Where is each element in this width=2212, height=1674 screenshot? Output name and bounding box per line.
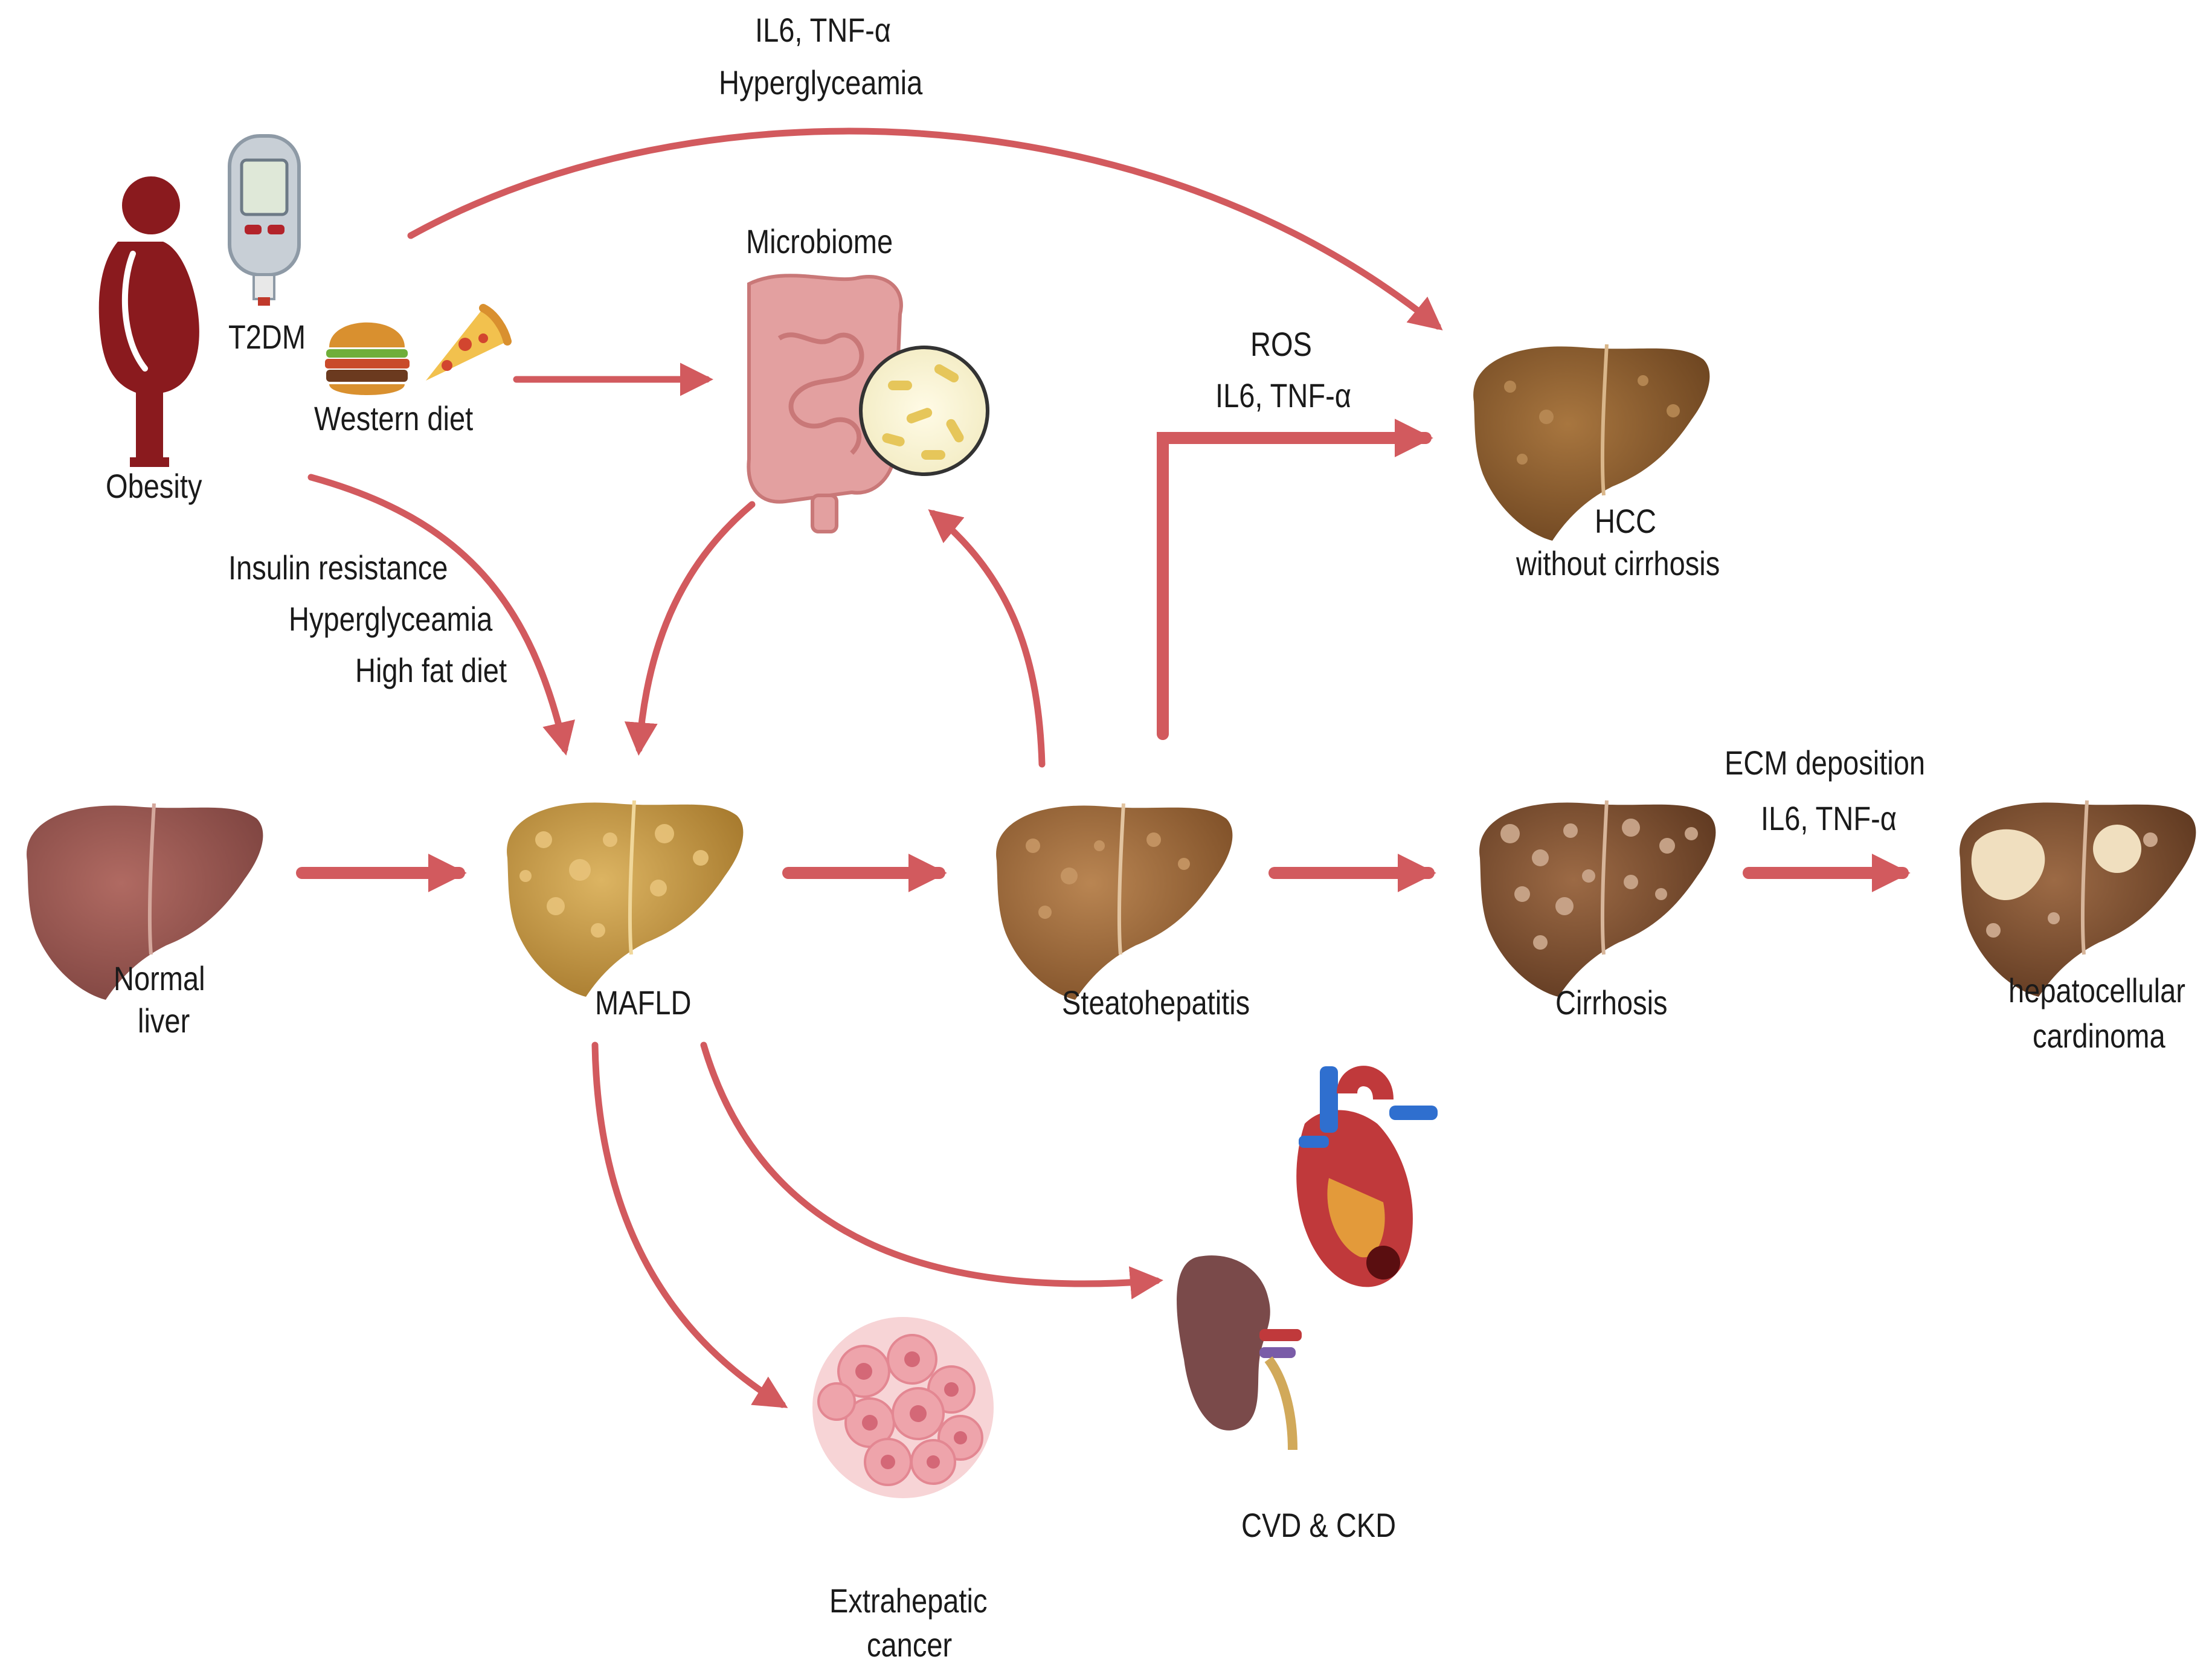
cvd-ckd-label: CVD & CKD: [1241, 1506, 1397, 1544]
hcc-without-cirrhosis-label: without cirrhosis: [1516, 544, 1720, 582]
high-fat-diet-label: High fat diet: [355, 651, 507, 689]
liver-icon-hcc: [1960, 800, 2196, 997]
bacteria-icon: [859, 346, 989, 476]
normal-liver-label-2: liver: [138, 1002, 190, 1040]
extrahepatic-label: Extrahepatic: [829, 1582, 988, 1620]
heart-icon: [1296, 1066, 1438, 1287]
tumor-cells-icon: [812, 1317, 994, 1498]
arrow-mafld-to-extrahepatic: [591, 1041, 788, 1408]
liver-icon-mafld: [507, 800, 744, 997]
hepatocellular-label: hepatocellular: [2008, 971, 2185, 1009]
top-hyperglyceamia-label: Hyperglyceamia: [719, 63, 923, 101]
arrow-steato-to-microbiome: [928, 509, 1046, 768]
hyperglyceamia-label: Hyperglyceamia: [289, 600, 493, 638]
intestine-icon: [747, 274, 903, 533]
liver-icon-hcc-without-cirrhosis: [1473, 344, 1710, 541]
ecm-mediators-label: IL6, TNF-α: [1761, 799, 1897, 837]
liver-icon-normal: [27, 803, 263, 1000]
cirrhosis-label: Cirrhosis: [1555, 983, 1668, 1022]
glucometer-icon: [228, 134, 301, 306]
kidney-icon: [1177, 1255, 1302, 1450]
cancer-label: cancer: [867, 1626, 953, 1664]
ros-mediators-label: IL6, TNF-α: [1215, 376, 1351, 414]
arrow-obesity-to-hcc: [407, 127, 1443, 330]
arrows: [296, 127, 1911, 1408]
t2dm-label: T2DM: [228, 318, 306, 356]
liver-icon-steatohepatitis: [996, 803, 1233, 1000]
normal-liver-label: Normal: [114, 959, 205, 997]
arrow-mafld-to-cvd: [700, 1041, 1163, 1299]
top-mediators-label: IL6, TNF-α: [755, 11, 891, 49]
arrow-steato-to-hcc: [1157, 418, 1433, 740]
steatohepatitis-label: Steatohepatitis: [1062, 983, 1250, 1022]
pizza-icon: [426, 304, 512, 381]
liver-icon-cirrhosis: [1479, 800, 1716, 997]
microbiome-label: Microbiome: [746, 222, 893, 260]
arrow-obesity-to-mafld: [307, 474, 575, 756]
burger-icon: [325, 322, 410, 395]
ecm-deposition-label: ECM deposition: [1725, 744, 1926, 782]
mafld-label: MAFLD: [595, 983, 692, 1022]
human-obesity-icon: [98, 176, 199, 467]
ros-label: ROS: [1250, 325, 1312, 363]
obesity-label: Obesity: [106, 467, 202, 505]
hcc-label: HCC: [1595, 502, 1656, 540]
insulin-resistance-label: Insulin resistance: [228, 549, 448, 587]
arrow-microbiome-to-mafld: [624, 501, 756, 756]
cardinoma-label: cardinoma: [2033, 1017, 2165, 1055]
western-diet-label: Western diet: [314, 399, 474, 437]
